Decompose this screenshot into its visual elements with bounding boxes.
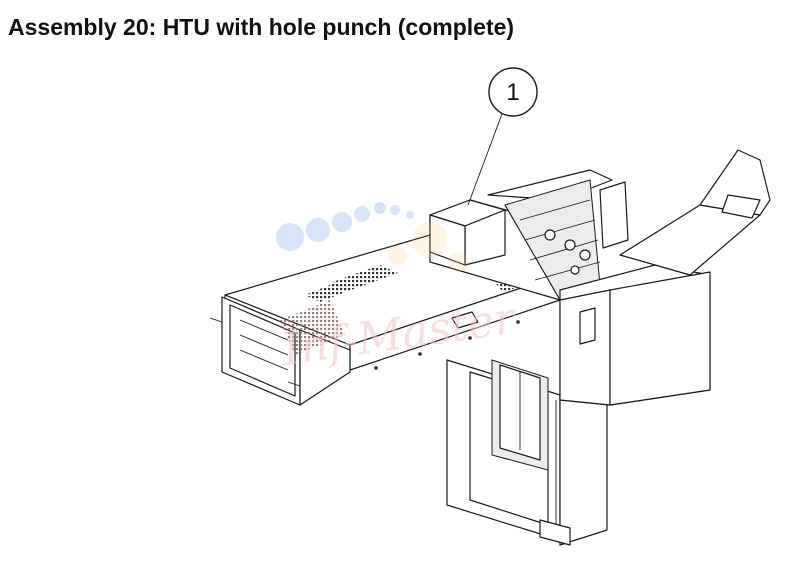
callout-number: 1 [506,79,519,106]
callout-1: 1 [467,67,538,206]
lower-frame [446,359,608,546]
hole-punch-unit [429,169,613,301]
watermark-logo [276,202,468,272]
output-stacker [559,149,771,406]
page-title: Assembly 20: HTU with hole punch (comple… [8,14,515,40]
